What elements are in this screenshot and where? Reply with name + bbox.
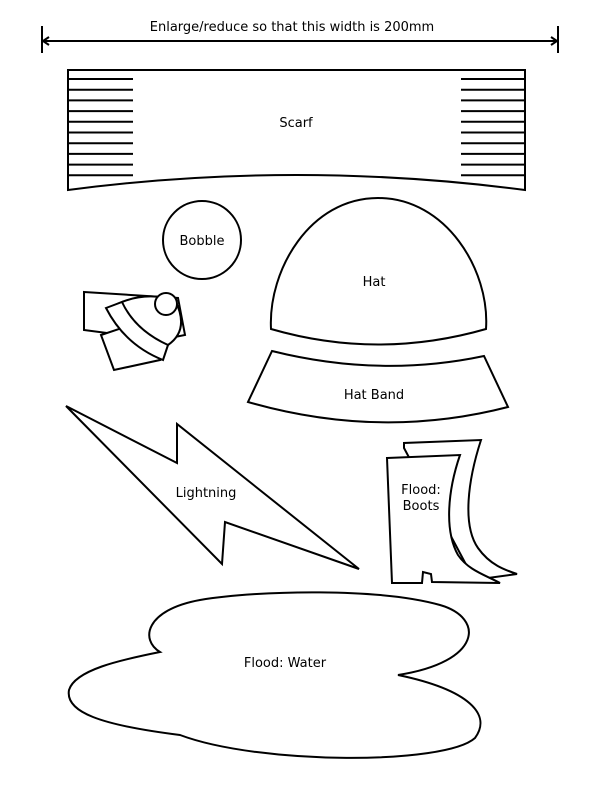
scale-dimension-line: Enlarge/reduce so that this width is 200… (41, 20, 559, 53)
boots-label-line1: Flood: (401, 483, 441, 498)
bobble-piece: Bobble (162, 200, 242, 280)
scarf-label: Scarf (279, 116, 313, 131)
hat-piece: Hat (269, 196, 488, 346)
lightning-label: Lightning (176, 486, 237, 501)
hat-band-piece: Hat Band (246, 349, 510, 424)
scarf-fringe (68, 78, 525, 177)
scarf-piece: Scarf (67, 69, 526, 192)
flood-water-piece: Flood: Water (67, 591, 482, 759)
lightning-piece: Lightning (65, 405, 360, 570)
assembled-hat-icon (83, 290, 187, 372)
boots-label-line2: Boots (403, 499, 440, 514)
water-label: Flood: Water (244, 656, 327, 671)
hat-band-label: Hat Band (344, 388, 404, 403)
flood-boots-piece: Flood: Boots (385, 438, 518, 584)
scale-note: Enlarge/reduce so that this width is 200… (150, 20, 434, 35)
right-arrowhead-icon (550, 36, 559, 46)
bobble-label: Bobble (180, 234, 225, 249)
left-arrowhead-icon (41, 36, 50, 46)
hat-label: Hat (363, 275, 386, 290)
